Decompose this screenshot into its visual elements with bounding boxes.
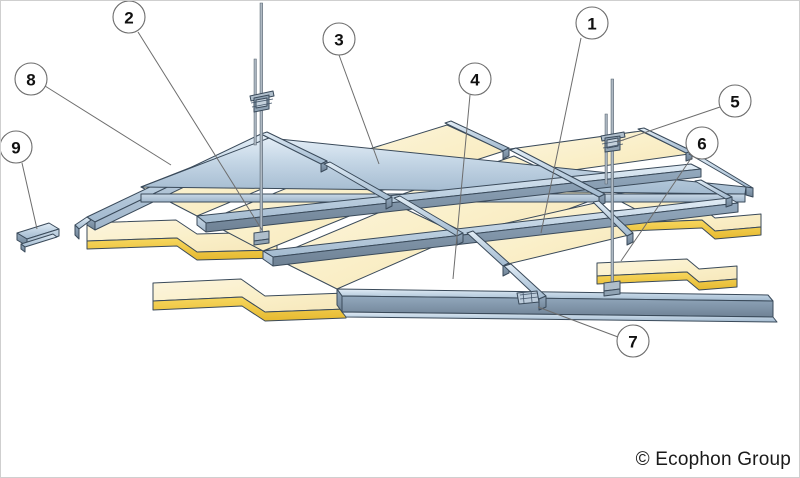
cross-tee: [444, 120, 510, 160]
cross-tee: [393, 195, 464, 246]
callout-circle-7: [616, 324, 650, 358]
callout-label-8: 8: [26, 71, 35, 90]
leader-line-9: [21, 162, 38, 230]
leader-line-8: [44, 85, 172, 166]
callout-marker-7[interactable]: 7: [616, 324, 650, 358]
hanger-rod-right: [600, 78, 626, 297]
cross-tee-to-front-runner: [503, 263, 547, 311]
callout-label-7: 7: [628, 333, 637, 352]
callout-circle-2: [112, 1, 146, 34]
hanger-bracket-left: [253, 230, 270, 246]
callout-label-2: 2: [124, 9, 133, 28]
main-runner-lower: [262, 197, 739, 267]
callout-circle-3: [322, 22, 356, 56]
cross-tee: [509, 147, 606, 207]
cross-tee: [260, 131, 328, 173]
leader-line-3: [338, 54, 380, 165]
leader-line-7: [537, 306, 619, 338]
hanger-spring-clip-right: [600, 131, 626, 153]
callout-marker-6[interactable]: 6: [685, 126, 719, 160]
callout-marker-1[interactable]: 1: [575, 6, 609, 40]
cross-tee: [323, 161, 393, 210]
leader-line-2: [137, 31, 263, 231]
leader-lines: [21, 31, 721, 338]
hanger-bracket-right: [603, 280, 621, 297]
callout-marker-4[interactable]: 4: [458, 62, 492, 96]
callout-label-1: 1: [587, 15, 596, 34]
callout-marker-5[interactable]: 5: [718, 84, 752, 118]
leader-line-5: [616, 106, 721, 143]
callout-label-6: 6: [697, 135, 706, 154]
callout-marker-9[interactable]: 9: [1, 130, 33, 164]
detached-tile-right-lower: [596, 258, 738, 291]
callout-circle-9: [1, 130, 33, 164]
callout-marker-2[interactable]: 2: [112, 1, 146, 34]
copyright-notice: © Ecophon Group: [635, 449, 791, 470]
callout-label-3: 3: [334, 31, 343, 50]
wall-angle-profile-detached: [16, 222, 60, 253]
callout-markers: 1 2 3 4 5 6 7: [1, 1, 752, 358]
callout-circle-5: [718, 84, 752, 118]
callout-label-4: 4: [470, 71, 480, 90]
callout-label-5: 5: [730, 93, 739, 112]
callout-label-9: 9: [11, 139, 20, 158]
callout-circle-4: [458, 62, 492, 96]
callout-marker-3[interactable]: 3: [322, 22, 356, 56]
main-runner-front: [336, 288, 778, 323]
leader-line-6: [620, 156, 693, 262]
runner-splice-connector: [516, 290, 540, 305]
callout-marker-8[interactable]: 8: [14, 62, 48, 96]
perimeter-wall-angle-left: [74, 216, 92, 240]
callout-circle-8: [14, 62, 48, 96]
callout-circle-6: [685, 126, 719, 160]
leader-line-4: [452, 94, 471, 280]
hanger-spring-clip-left: [249, 90, 275, 113]
leader-line-1: [540, 37, 582, 234]
hanger-rod-left: [249, 2, 275, 246]
ceiling-assembly: [16, 2, 778, 323]
cross-tee: [694, 179, 733, 208]
callout-circle-1: [575, 6, 609, 40]
